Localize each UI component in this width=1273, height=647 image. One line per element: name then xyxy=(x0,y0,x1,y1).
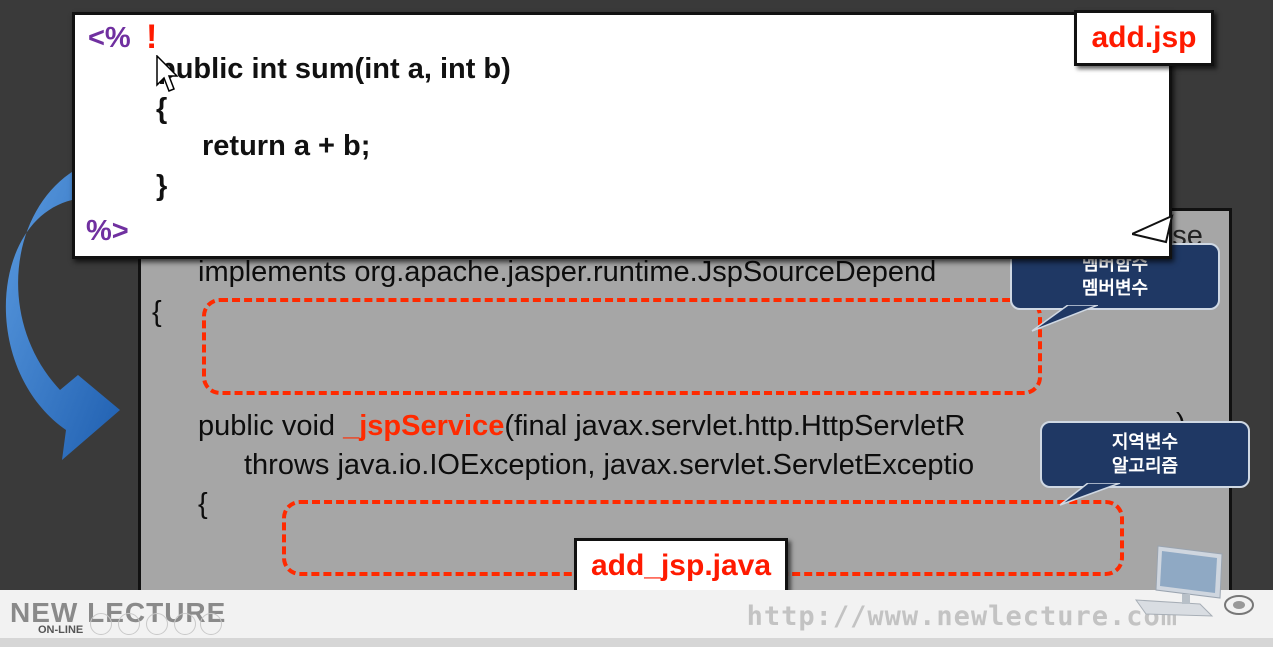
sum-close-brace: } xyxy=(156,170,168,202)
footer-strip xyxy=(0,638,1273,647)
forward-button[interactable] xyxy=(174,613,196,635)
site-url: http://www.newlecture.com xyxy=(746,601,1178,632)
jsp-service-method-name: _jspService xyxy=(343,410,505,442)
jsp-code-panel xyxy=(72,12,1172,259)
throws-line: throws java.io.IOException, javax.servle… xyxy=(244,449,975,481)
return-line: return a + b; xyxy=(202,130,371,162)
class-open-brace: { xyxy=(152,296,162,328)
jsp-service-line: public void _jspService(final javax.serv… xyxy=(198,410,965,443)
service-suffix: (final javax.servlet.http.HttpServletR xyxy=(504,410,966,442)
computer-icon xyxy=(1134,545,1223,617)
local-callout-tail xyxy=(1059,483,1121,506)
callout-line-local-variable: 지역변수 xyxy=(1111,431,1179,453)
rewind-button[interactable] xyxy=(90,613,112,635)
member-area-dashed-box xyxy=(202,298,1042,395)
play-button[interactable] xyxy=(118,613,140,635)
method-open-brace: { xyxy=(198,488,208,520)
jsp-file-label: add.jsp xyxy=(1074,10,1214,66)
sum-open-brace: { xyxy=(156,93,168,125)
local-callout: 지역변수 알고리즘 xyxy=(1040,421,1250,488)
sum-signature: public int sum(int a, int b) xyxy=(158,53,511,85)
callout-line-member-variable: 멤버변수 xyxy=(1081,277,1149,299)
declaration-bang: ! xyxy=(146,18,158,56)
service-prefix: public void xyxy=(198,410,344,442)
curved-arrow-icon xyxy=(5,170,120,460)
jsp-open-tag: <% xyxy=(88,22,131,54)
end-button[interactable] xyxy=(200,613,222,635)
java-file-label: add_jsp.java xyxy=(574,538,788,594)
callout-line-algorithm: 알고리즘 xyxy=(1111,455,1179,477)
jsp-close-tag: %> xyxy=(86,215,129,247)
mouse-cursor-icon xyxy=(156,55,178,92)
member-callout-tail xyxy=(1031,305,1098,332)
logo-subtitle: ON-LINE xyxy=(38,624,84,636)
jsp-panel-tail xyxy=(1132,214,1174,244)
implements-line: implements org.apache.jasper.runtime.Jsp… xyxy=(198,256,937,288)
stop-button[interactable] xyxy=(146,613,168,635)
speaker-icon xyxy=(1224,595,1254,615)
